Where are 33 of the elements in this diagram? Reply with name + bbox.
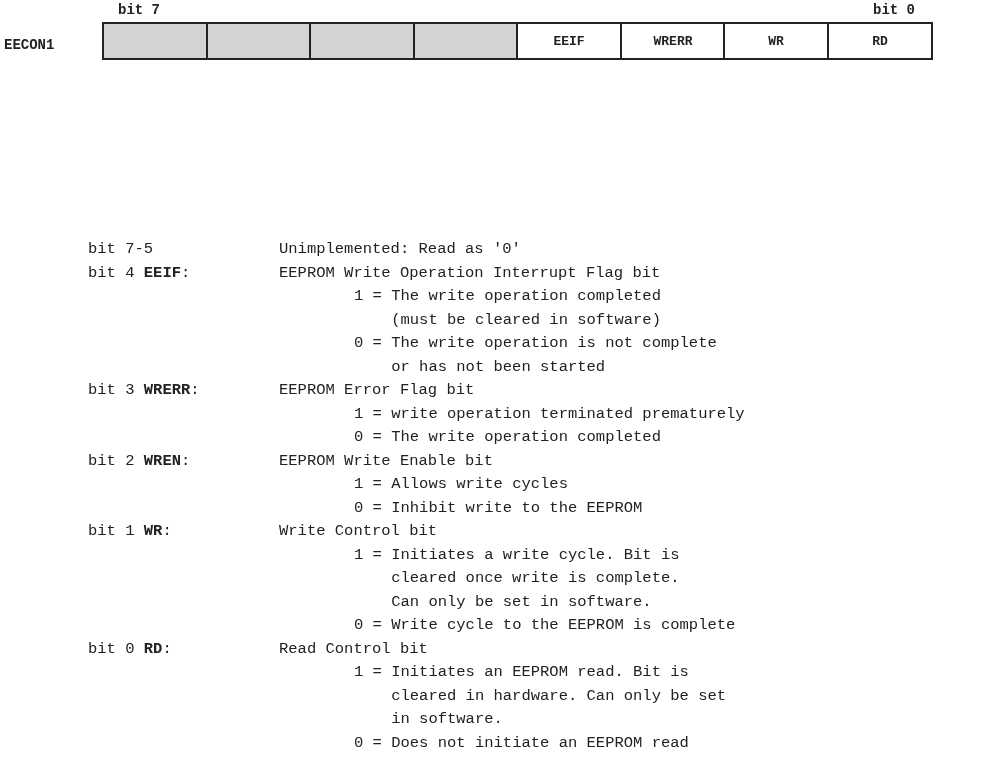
value-description: 1 = Initiates a write cycle. Bit is cleared once write is complete. Can only be set in software.: [354, 544, 681, 613]
bit-number: bit 7-5: [88, 239, 154, 260]
bit-name: bit 0 RD:: [88, 638, 172, 660]
bit-description: EEPROM Error Flag bit: [279, 380, 475, 401]
register-cell: RD: [827, 22, 933, 60]
bit-name: bit 2 WREN:: [88, 450, 191, 472]
bit-description: Write Control bit: [279, 521, 438, 542]
value-description: 0 = Write cycle to the EEPROM is complete: [354, 615, 737, 636]
register-cell: WR: [723, 22, 829, 60]
register-name: EECON1: [4, 37, 55, 53]
bit-description: Read Control bit: [279, 638, 428, 660]
value-description: 1 = Initiates an EEPROM read. Bit is cleared in hardware. Can only be set in software.: [354, 662, 728, 730]
register-cell: [309, 22, 415, 60]
value-description: 1 = write operation terminated prematurely: [354, 403, 746, 425]
bit-name: bit 4 EEIF:: [88, 262, 191, 284]
register-cell: WRERR: [620, 22, 726, 60]
register-cell: [206, 22, 312, 60]
bit-label: bit 7: [118, 2, 160, 18]
bit-description: Unimplemented: Read as '0': [279, 239, 521, 260]
bit-description: EEPROM Write Operation Interrupt Flag bit: [279, 262, 661, 284]
register-cell: EEIF: [516, 22, 622, 60]
bit-name: bit 1 WR:: [88, 521, 172, 542]
value-description: 1 = Allows write cycles: [354, 474, 569, 495]
bit-description: EEPROM Write Enable bit: [279, 450, 493, 472]
value-description: 1 = The write operation completed (must be cleared in software): [354, 286, 662, 331]
bit-name: bit 3 WRERR:: [88, 380, 200, 401]
value-description: 0 = Does not initiate an EEPROM read: [354, 732, 690, 754]
value-description: 0 = The write operation completed: [354, 427, 662, 448]
value-description: 0 = The write operation is not complete or has not been started: [354, 333, 718, 378]
value-description: 0 = Inhibit write to the EEPROM: [354, 497, 644, 519]
register-cell: [102, 22, 208, 60]
bit-label: bit 0: [873, 2, 915, 18]
register-cell: [413, 22, 519, 60]
